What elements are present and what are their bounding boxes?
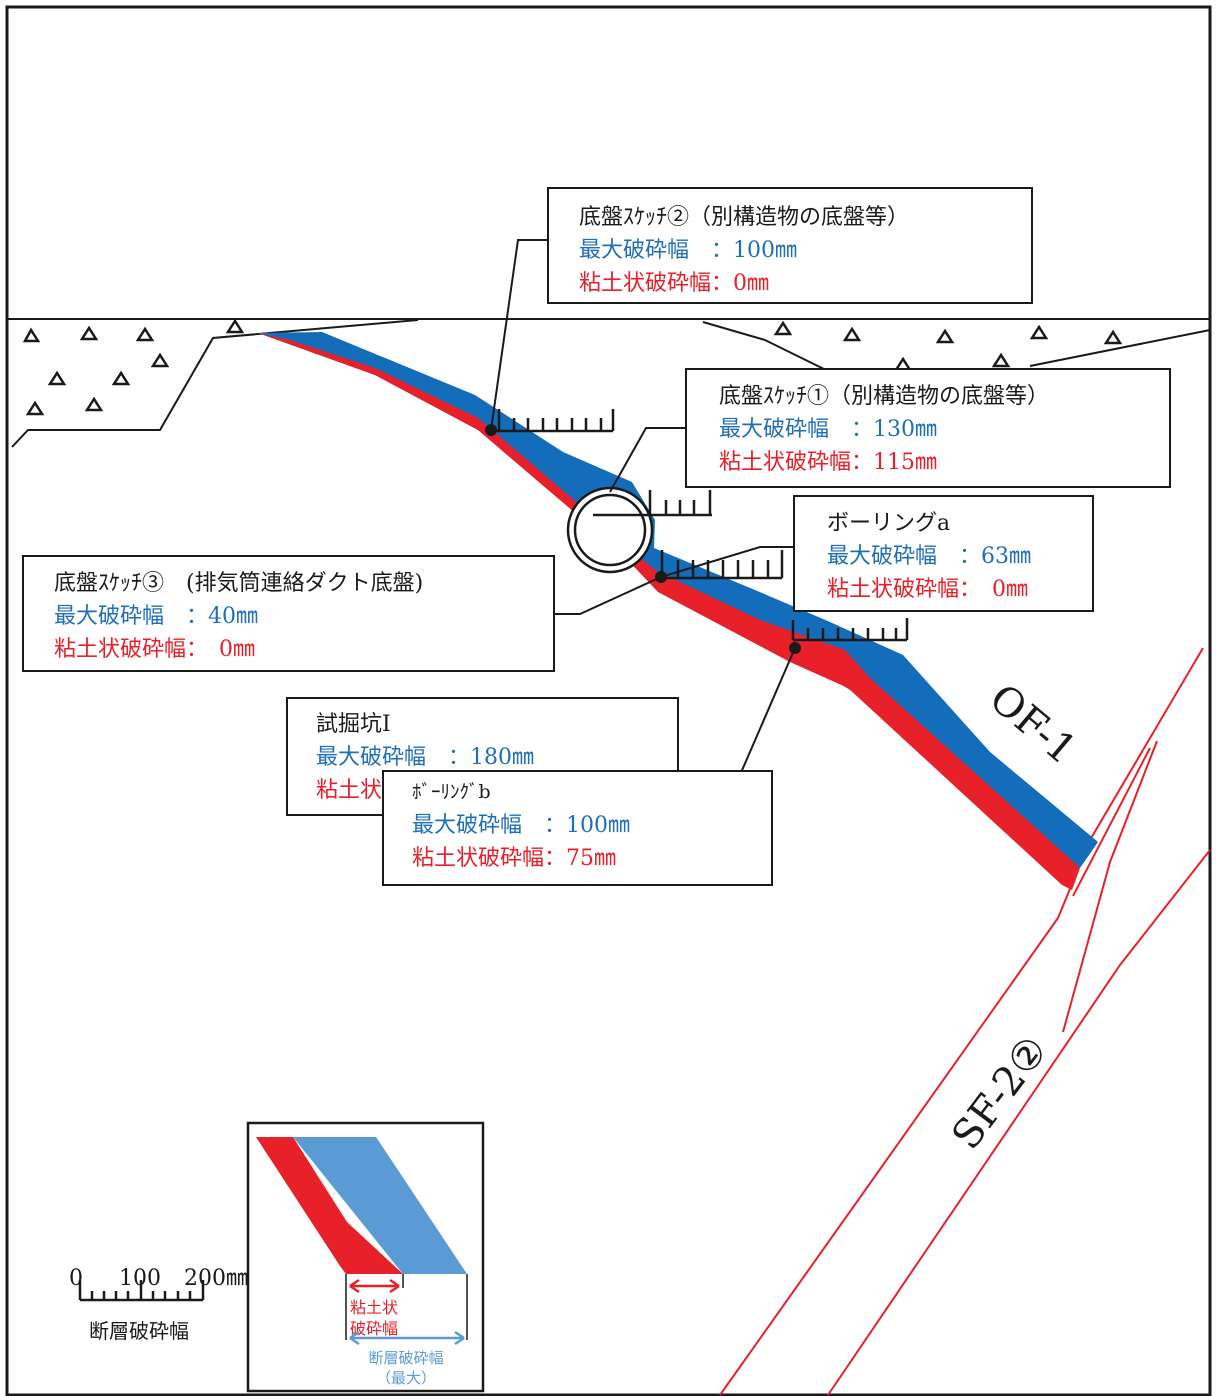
- callout-sketch2-title: 底盤ｽｹｯﾁ②（別構造物の底盤等）: [579, 205, 910, 230]
- triangle-symbol: [25, 400, 45, 416]
- fault-sf2-line-4: [1072, 747, 1151, 897]
- triangle-symbol: [1103, 329, 1123, 345]
- callout-sketch1-clay-width: 粘土状破砕幅：115㎜: [719, 450, 937, 475]
- callout-boring-b: ﾎﾞｰﾘﾝｸﾞb 最大破砕幅 ：100㎜ 粘土状破砕幅：75㎜: [382, 770, 773, 886]
- fill-deposit-right-outline-2: [1029, 329, 1211, 367]
- legend-clay-label-2: 破砕幅: [350, 1319, 398, 1338]
- callout-boring-a-max-width: 最大破砕幅 ：63㎜: [827, 544, 1031, 569]
- leader-line-sketch2: [490, 239, 547, 431]
- callout-boring-a: ボーリングa 最大破砕幅 ：63㎜ 粘土状破砕幅： 0㎜: [793, 495, 1094, 612]
- triangle-symbol: [150, 352, 170, 368]
- legend-clay-zone: [256, 1137, 403, 1274]
- fill-deposit-right-outline: [702, 321, 831, 373]
- comb-marker-sketch2: [493, 409, 615, 433]
- triangle-symbol: [22, 327, 41, 343]
- scale-tick-200: 200㎜: [184, 1266, 248, 1291]
- fault-sf2-line-2: [827, 849, 1211, 1396]
- fill-deposit-left-outline: [11, 319, 419, 448]
- callout-sketch3: 底盤ｽｹｯﾁ③ (排気筒連絡ダクト底盤) 最大破砕幅 ：40㎜ 粘土状破砕幅： …: [22, 555, 555, 672]
- callout-sketch1: 底盤ｽｹｯﾁ①（別構造物の底盤等） 最大破砕幅 ：130㎜ 粘土状破砕幅：115…: [685, 368, 1171, 488]
- legend-clay-label-1: 粘土状: [350, 1298, 398, 1317]
- legend-box: 粘土状 破砕幅 断層破砕幅 （最大）: [246, 1121, 485, 1393]
- callout-sketch3-clay-width: 粘土状破砕幅： 0㎜: [54, 637, 255, 662]
- callout-boring-b-max-width: 最大破砕幅 ：100㎜: [412, 813, 630, 838]
- callout-boring-b-title: ﾎﾞｰﾘﾝｸﾞb: [412, 781, 491, 803]
- callout-trial-pit-title: 試掘坑Ⅰ: [316, 712, 391, 737]
- triangle-symbol: [935, 328, 955, 344]
- leader-line-boring-a: [660, 546, 793, 578]
- legend-max-label-2: （最大）: [376, 1369, 436, 1387]
- callout-sketch2-clay-width: 粘土状破砕幅：0㎜: [579, 271, 769, 296]
- comb-markers: [493, 409, 909, 642]
- comb-marker-trial-pit: [791, 618, 909, 642]
- legend-clay-arrow: [349, 1278, 400, 1294]
- comb-marker-sketch1: [593, 490, 712, 517]
- callout-trial-pit-max-width: 最大破砕幅 ：180㎜: [316, 745, 534, 770]
- callout-boring-b-clay-width: 粘土状破砕幅：75㎜: [412, 846, 616, 871]
- triangle-symbol: [84, 396, 104, 412]
- callout-sketch3-title: 底盤ｽｹｯﾁ③ (排気筒連絡ダクト底盤): [54, 571, 424, 596]
- triangle-symbol: [47, 370, 67, 386]
- callout-sketch1-max-width: 最大破砕幅 ：130㎜: [719, 417, 937, 442]
- legend-max-arrow: [349, 1330, 465, 1346]
- callout-sketch2-max-width: 最大破砕幅 ：100㎜: [579, 238, 797, 263]
- callout-sketch2: 底盤ｽｹｯﾁ②（別構造物の底盤等） 最大破砕幅 ：100㎜ 粘土状破砕幅：0㎜: [547, 187, 1033, 304]
- callout-boring-a-clay-width: 粘土状破砕幅： 0㎜: [827, 577, 1028, 602]
- callout-sketch1-title: 底盤ｽｹｯﾁ①（別構造物の底盤等）: [719, 384, 1050, 409]
- triangle-symbol: [1029, 324, 1049, 340]
- triangle-symbol: [79, 325, 99, 341]
- triangle-symbol: [135, 326, 155, 342]
- pipe-structure-inner: [573, 493, 647, 567]
- legend-max-zone: [293, 1137, 467, 1274]
- leader-line-sketch3: [555, 576, 662, 615]
- triangle-symbol: [773, 320, 793, 336]
- scale-bar: 0 100 200㎜ 断層破砕幅: [69, 1266, 248, 1343]
- callout-boring-a-title: ボーリングa: [827, 511, 951, 536]
- scale-bar-ticks: [78, 1280, 205, 1302]
- scale-caption: 断層破砕幅: [89, 1319, 189, 1343]
- triangle-symbol: [225, 318, 245, 334]
- triangle-symbol: [991, 352, 1011, 368]
- comb-marker-boring-a: [660, 550, 784, 580]
- legend-max-label-1: 断層破砕幅: [368, 1349, 443, 1367]
- triangle-symbol: [111, 370, 131, 386]
- callout-sketch3-max-width: 最大破砕幅 ：40㎜: [54, 604, 258, 629]
- triangle-symbol: [842, 326, 862, 342]
- fault-sf2-line-3: [1062, 740, 1158, 1033]
- leader-line-sketch1: [609, 427, 685, 493]
